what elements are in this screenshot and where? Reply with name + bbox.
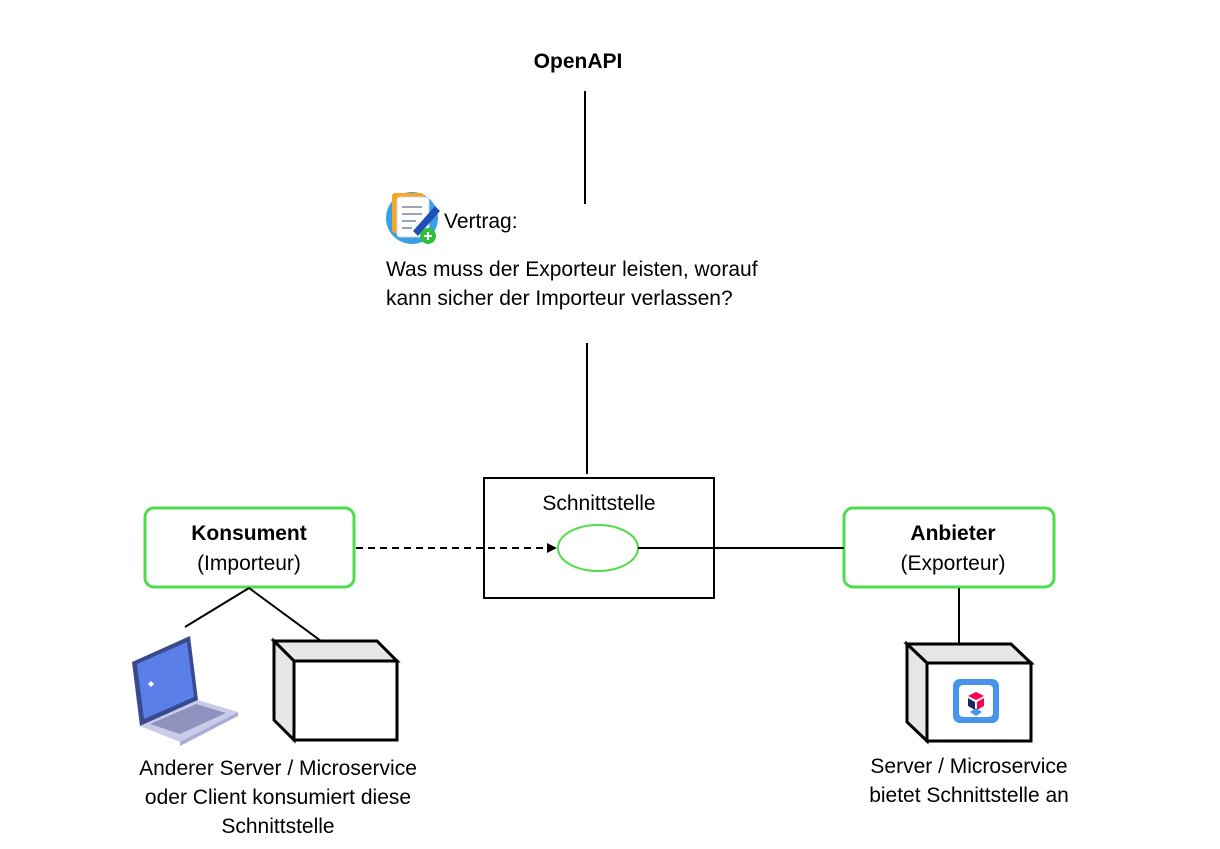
- consumer-box: [143, 506, 356, 589]
- provider-box: [842, 506, 1056, 589]
- provider-title: Anbieter: [910, 522, 995, 545]
- contract-question-line-1: Was muss der Exporteur leisten, worauf: [386, 258, 758, 281]
- consumer-to-laptop-line: [184, 587, 250, 628]
- provider-subtitle: (Exporteur): [900, 552, 1005, 575]
- contract-label: Vertrag:: [444, 210, 518, 233]
- contract-document-pen-icon: [386, 192, 440, 244]
- consumer-description-line-1: Anderer Server / Microservice: [139, 757, 417, 780]
- consumer-description-line-2: oder Client konsumiert diese: [145, 786, 411, 809]
- consumer-server-box-icon: [270, 637, 401, 744]
- consumer-title: Konsument: [191, 522, 307, 545]
- consumer-subtitle: (Importeur): [197, 552, 301, 575]
- quarkus-logo-icon: [953, 679, 999, 723]
- contract-question-line-2: kann sicher der Importeur verlassen?: [386, 287, 733, 310]
- diagram-title: OpenAPI: [534, 50, 623, 73]
- consumer-description-line-3: Schnittstelle: [221, 815, 334, 838]
- provider-description-line-1: Server / Microservice: [870, 755, 1067, 778]
- provider-description-line-2: bietet Schnittstelle an: [869, 784, 1069, 807]
- interface-endpoint-ellipse: [557, 524, 639, 572]
- consumer-to-server-line: [248, 587, 322, 642]
- laptop-icon: [132, 636, 238, 746]
- interface-label: Schnittstelle: [542, 492, 655, 515]
